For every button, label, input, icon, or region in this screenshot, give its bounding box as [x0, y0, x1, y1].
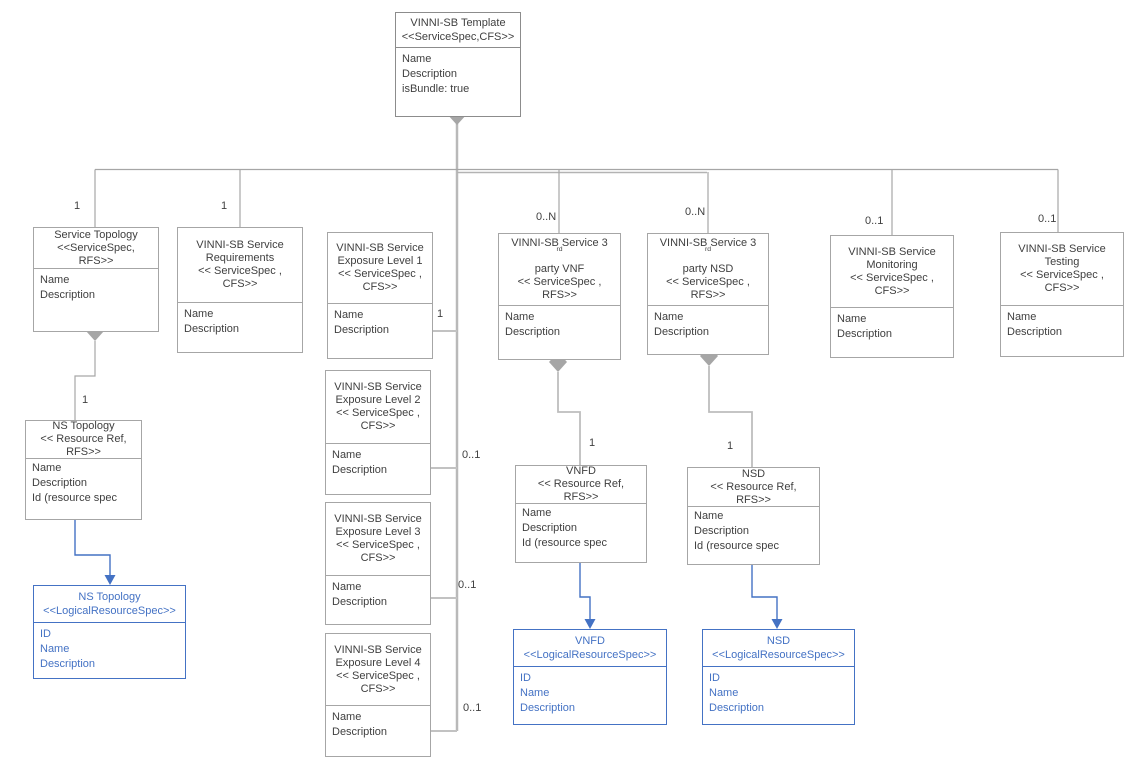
arrowhead-ns-topology-lrs	[104, 575, 116, 585]
multiplicity-ns-topology: 1	[82, 394, 89, 406]
arrow-nsd-lrs	[751, 565, 778, 620]
arrowhead-nsd-lrs	[771, 619, 783, 629]
multiplicity-service-topology: 1	[74, 200, 81, 212]
arrow-vnfd-lrs	[579, 563, 591, 620]
connector-nsd	[708, 366, 753, 467]
connector-ns-topology	[74, 341, 96, 420]
multiplicity-requirements: 1	[221, 200, 228, 212]
class-title: VINNI-SB Template<<ServiceSpec,CFS>>	[396, 13, 520, 48]
multiplicity-monitoring: 0..1	[865, 215, 884, 227]
class-title: NS Topology<<LogicalResourceSpec>>	[34, 586, 185, 623]
multiplicity-nsd: 1	[727, 440, 734, 452]
class-box-service-topology: Service Topology<<ServiceSpec,RFS>> Name…	[33, 227, 159, 332]
multiplicity-exposure2: 0..1	[462, 449, 481, 461]
multiplicity-exposure1: 1	[437, 308, 444, 320]
class-title: VNFD<< Resource Ref,RFS>>	[516, 465, 646, 504]
class-box-vinni-sb-template: VINNI-SB Template<<ServiceSpec,CFS>> Nam…	[395, 12, 521, 117]
multiplicity-vnfd: 1	[589, 437, 596, 449]
class-title: VNFD<<LogicalResourceSpec>>	[514, 630, 666, 667]
class-title: NS Topology<< Resource Ref,RFS>>	[26, 420, 141, 459]
arrow-ns-topology-lrs	[74, 520, 111, 576]
multiplicity-3rd-party-vnf: 0..N	[536, 211, 557, 223]
arrowhead-vnfd-lrs	[584, 619, 596, 629]
class-title: NSD<< Resource Ref,RFS>>	[688, 468, 819, 507]
class-title: Service Topology<<ServiceSpec,RFS>>	[34, 228, 158, 269]
multiplicity-exposure3: 0..1	[458, 579, 477, 591]
multiplicity-3rd-party-nsd: 0..N	[685, 206, 706, 218]
multiplicity-exposure4: 0..1	[463, 702, 482, 714]
class-title: NSD<<LogicalResourceSpec>>	[703, 630, 854, 667]
multiplicity-testing: 0..1	[1038, 213, 1057, 225]
connector-vnfd	[557, 372, 581, 465]
